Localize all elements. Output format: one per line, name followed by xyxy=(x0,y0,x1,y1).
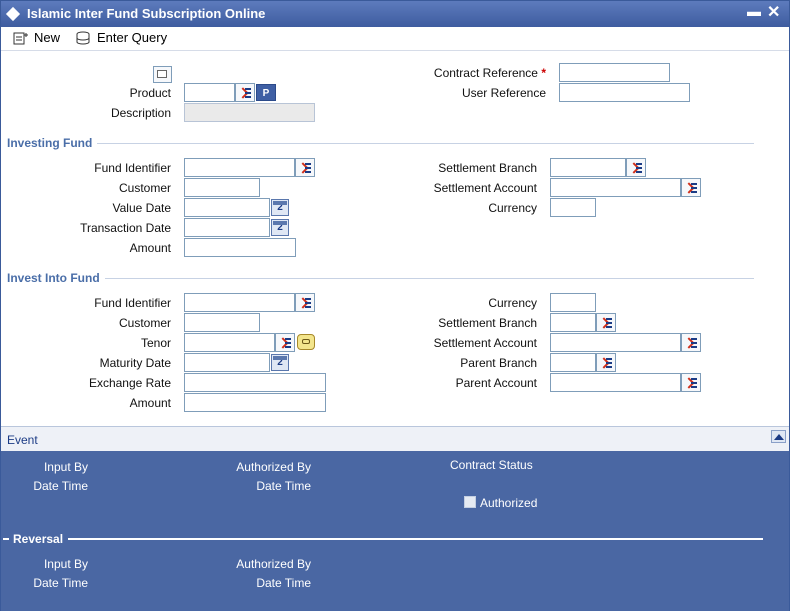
event-bar: Event xyxy=(1,426,789,451)
iif-customer-input[interactable] xyxy=(184,313,260,332)
if-currency-label: Currency xyxy=(488,201,537,215)
user-reference-label: User Reference xyxy=(461,86,546,100)
reversal-authorized-by-label: Authorized By xyxy=(236,557,311,571)
reversal-divider-left xyxy=(3,538,9,540)
iif-settlement-account-lov-button[interactable] xyxy=(681,333,701,352)
enter-query-label: Enter Query xyxy=(97,30,168,45)
close-icon[interactable]: ✕ xyxy=(767,4,781,21)
iif-parent-account-input[interactable] xyxy=(550,373,681,392)
iif-fund-identifier-label: Fund Identifier xyxy=(94,296,171,310)
new-label: New xyxy=(34,30,61,45)
authorized-checkbox[interactable] xyxy=(464,496,476,508)
invest-into-fund-title: Invest Into Fund xyxy=(7,271,105,285)
if-currency-input[interactable] xyxy=(550,198,596,217)
iif-currency-label: Currency xyxy=(488,296,537,310)
iif-tenor-lov-button[interactable] xyxy=(275,333,295,352)
enter-query-icon xyxy=(76,31,92,45)
reversal-divider xyxy=(68,538,763,540)
reversal-input-by-label: Input By xyxy=(43,557,88,571)
window-diamond-icon xyxy=(5,6,21,22)
iif-parent-account-label: Parent Account xyxy=(455,376,537,390)
audit-panel: Input By Date Time Authorized By Date Ti… xyxy=(1,451,789,611)
date-time-label: Date Time xyxy=(33,479,88,493)
if-settlement-branch-lov-button[interactable] xyxy=(626,158,646,177)
new-button[interactable]: New xyxy=(13,30,60,45)
if-transaction-date-label: Transaction Date xyxy=(80,221,171,235)
if-settlement-account-input[interactable] xyxy=(550,178,681,197)
contract-reference-label: Contract Reference * xyxy=(433,66,546,80)
user-reference-input[interactable] xyxy=(559,83,690,102)
iif-settlement-account-label: Settlement Account xyxy=(433,336,537,350)
if-value-date-input[interactable] xyxy=(184,198,270,217)
investing-fund-title: Investing Fund xyxy=(7,136,98,150)
enter-query-button[interactable]: Enter Query xyxy=(76,30,167,45)
invest-into-fund-divider xyxy=(9,278,754,279)
reversal-title: Reversal xyxy=(13,532,64,546)
description-label: Description xyxy=(110,106,171,120)
iif-amount-label: Amount xyxy=(129,396,171,410)
product-lov-button[interactable] xyxy=(235,83,255,102)
product-small-button[interactable] xyxy=(153,66,172,83)
iif-settlement-branch-lov-button[interactable] xyxy=(596,313,616,332)
iif-maturity-date-input[interactable] xyxy=(184,353,270,372)
new-icon xyxy=(13,31,29,45)
authorized-label: Authorized xyxy=(480,496,538,510)
if-settlement-branch-label: Settlement Branch xyxy=(438,161,537,175)
if-amount-input[interactable] xyxy=(184,238,296,257)
if-value-date-label: Value Date xyxy=(112,201,171,215)
if-fund-identifier-input[interactable] xyxy=(184,158,295,177)
contract-reference-input[interactable] xyxy=(559,63,670,82)
iif-amount-input[interactable] xyxy=(184,393,326,412)
reversal-date-time-label: Date Time xyxy=(33,576,88,590)
scroll-up-icon[interactable] xyxy=(771,430,786,443)
title-bar: Islamic Inter Fund Subscription Online ▬… xyxy=(1,1,789,27)
iif-exchange-rate-label: Exchange Rate xyxy=(88,376,171,390)
if-fund-identifier-lov-button[interactable] xyxy=(295,158,315,177)
calendar-icon[interactable]: 2 xyxy=(271,219,289,236)
minimize-icon[interactable]: ▬ xyxy=(747,3,761,19)
iif-maturity-date-label: Maturity Date xyxy=(99,356,171,370)
iif-settlement-account-input[interactable] xyxy=(550,333,681,352)
iif-parent-branch-lov-button[interactable] xyxy=(596,353,616,372)
if-amount-label: Amount xyxy=(129,241,171,255)
iif-exchange-rate-input[interactable] xyxy=(184,373,326,392)
product-p-button[interactable]: P xyxy=(256,84,276,101)
authorized-by-label: Authorized By xyxy=(236,460,311,474)
authorized-date-time-label: Date Time xyxy=(256,479,311,493)
message-icon[interactable] xyxy=(297,334,315,350)
iif-parent-account-lov-button[interactable] xyxy=(681,373,701,392)
calendar-icon[interactable]: 2 xyxy=(271,199,289,216)
if-settlement-branch-input[interactable] xyxy=(550,158,626,177)
if-customer-input[interactable] xyxy=(184,178,260,197)
iif-tenor-label: Tenor xyxy=(140,336,171,350)
iif-currency-input[interactable] xyxy=(550,293,596,312)
window-title: Islamic Inter Fund Subscription Online xyxy=(27,6,266,21)
required-mark: * xyxy=(541,66,546,80)
iif-parent-branch-label: Parent Branch xyxy=(460,356,537,370)
iif-customer-label: Customer xyxy=(118,316,171,330)
product-label: Product xyxy=(129,86,171,100)
product-input[interactable] xyxy=(184,83,235,102)
iif-settlement-branch-label: Settlement Branch xyxy=(438,316,537,330)
toolbar: New Enter Query xyxy=(1,27,789,51)
if-settlement-account-lov-button[interactable] xyxy=(681,178,701,197)
event-link[interactable]: Event xyxy=(7,433,38,447)
contract-status-label: Contract Status xyxy=(450,458,533,472)
if-transaction-date-input[interactable] xyxy=(184,218,270,237)
input-by-label: Input By xyxy=(43,460,88,474)
iif-fund-identifier-input[interactable] xyxy=(184,293,295,312)
if-settlement-account-label: Settlement Account xyxy=(433,181,537,195)
if-fund-identifier-label: Fund Identifier xyxy=(94,161,171,175)
iif-parent-branch-input[interactable] xyxy=(550,353,596,372)
investing-fund-divider xyxy=(9,143,754,144)
if-customer-label: Customer xyxy=(118,181,171,195)
iif-tenor-input[interactable] xyxy=(184,333,275,352)
iif-fund-identifier-lov-button[interactable] xyxy=(295,293,315,312)
reversal-authorized-date-time-label: Date Time xyxy=(256,576,311,590)
description-input[interactable] xyxy=(184,103,315,122)
calendar-icon[interactable]: 2 xyxy=(271,354,289,371)
iif-settlement-branch-input[interactable] xyxy=(550,313,596,332)
